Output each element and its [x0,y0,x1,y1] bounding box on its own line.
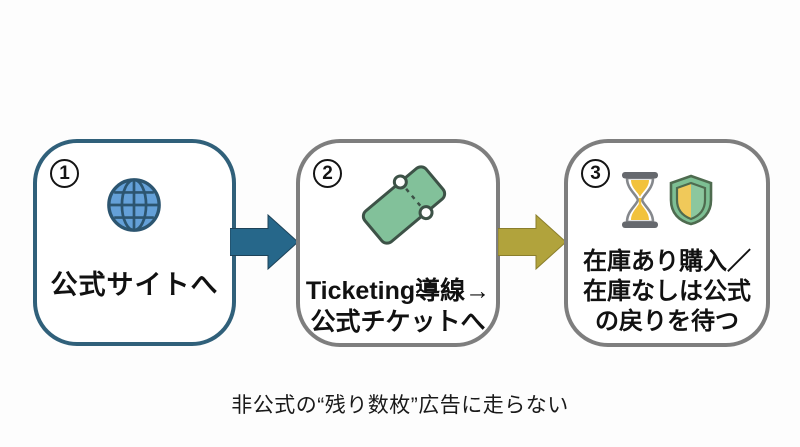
step-number-badge: 1 [50,159,79,188]
step-label-line: 在庫あり購入／ [583,248,751,275]
step-label-line: Ticketing導線→ [305,277,491,305]
step-number: 2 [322,162,333,184]
step-label-line: 公式チケットへ [310,308,486,336]
caption-text: 非公式の“残り数枚”広告に走らない [231,394,569,417]
step-label: 在庫あり購入／ 在庫なしは公式 の戻りを待つ [568,247,766,337]
globe-icon [105,176,163,234]
step-card-stock-wait: 3 [564,139,770,347]
step-label-line: 公式サイトへ [50,270,219,300]
step-card-ticketing: 2 Ticketing導線→ 公式チケットへ [296,139,500,347]
step-label: 公式サイトへ [37,270,232,301]
flow-arrow-1 [230,213,298,271]
step-card-official-site: 1 公式サイトへ [33,139,236,346]
step-label-line: の戻りを待つ [595,308,739,335]
step-label: Ticketing導線→ 公式チケットへ [300,276,496,338]
shield-icon [667,174,715,226]
step-number: 3 [590,162,601,184]
ticket-icon [356,165,452,245]
flow-arrow-2 [498,213,566,271]
step-number-badge: 2 [313,159,342,188]
hourglass-icon [620,171,660,229]
step-number: 1 [59,162,70,184]
step-label-line: 在庫なしは公式 [583,278,751,305]
step-number-badge: 3 [581,159,610,188]
